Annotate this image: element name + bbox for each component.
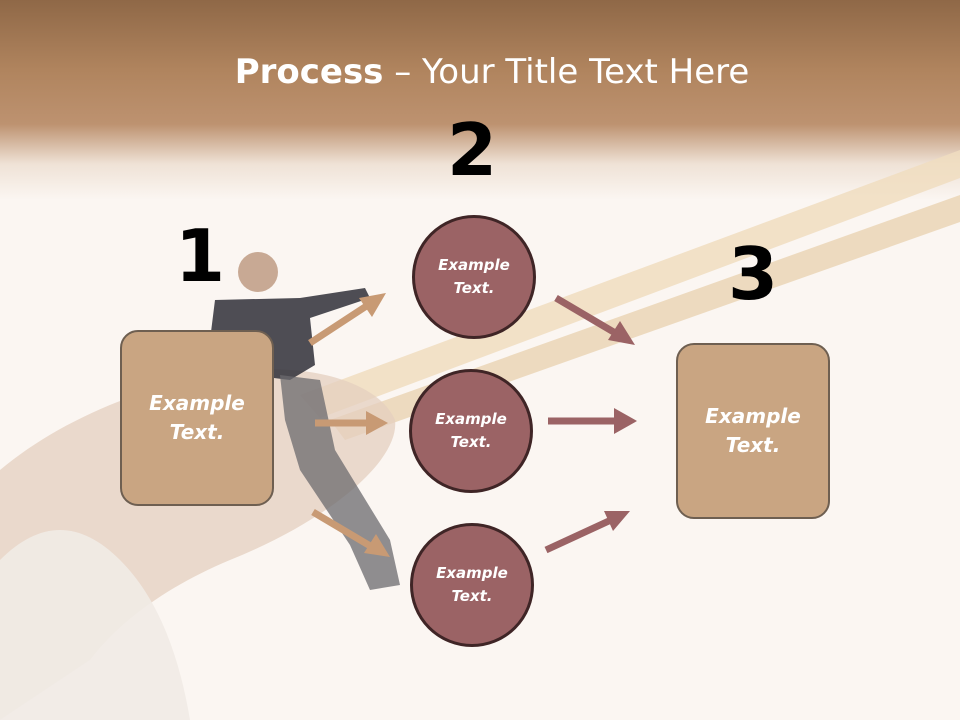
step-2-circle-3[interactable]: Example Text. — [410, 523, 534, 647]
step-1-box[interactable]: Example Text. — [120, 330, 274, 506]
text-line: Text. — [725, 433, 781, 457]
step-3-box[interactable]: Example Text. — [676, 343, 830, 519]
step-1-box-text: Example Text. — [149, 389, 245, 447]
arrow-1-to-circle-1 — [308, 293, 386, 346]
step-number-2: 2 — [446, 108, 498, 192]
text-line: Example — [435, 410, 507, 428]
title-strong: Process — [234, 52, 384, 92]
step-2-circle-2[interactable]: Example Text. — [409, 369, 533, 493]
circle-text: Example Text. — [435, 408, 507, 454]
step-2-circle-1[interactable]: Example Text. — [412, 215, 536, 339]
text-line: Text. — [453, 279, 495, 297]
text-line: Example — [436, 564, 508, 582]
arrow-1-to-circle-2 — [315, 411, 388, 435]
text-line: Text. — [169, 420, 225, 444]
arrow-1-to-circle-3 — [311, 508, 390, 557]
arrow-circle-3-to-3 — [544, 511, 630, 554]
text-line: Example — [149, 391, 245, 415]
businessman-head — [238, 252, 278, 292]
text-line: Example — [705, 404, 801, 428]
circle-text: Example Text. — [438, 254, 510, 300]
step-number-3: 3 — [727, 232, 779, 316]
title-rest: – Your Title Text Here — [383, 52, 750, 92]
chopstick — [300, 150, 960, 418]
arrow-circle-1-to-3 — [554, 294, 635, 345]
arrow-circle-2-to-3 — [548, 408, 637, 434]
businessman-legs — [280, 375, 400, 590]
text-line: Text. — [450, 433, 492, 451]
slide-title: Process – Your Title Text Here — [0, 52, 960, 92]
step-number-1: 1 — [174, 214, 226, 298]
sleeve-shape — [0, 530, 190, 720]
header-band — [0, 0, 960, 200]
text-line: Text. — [451, 587, 493, 605]
text-line: Example — [438, 256, 510, 274]
step-3-box-text: Example Text. — [705, 402, 801, 460]
circle-text: Example Text. — [436, 562, 508, 608]
